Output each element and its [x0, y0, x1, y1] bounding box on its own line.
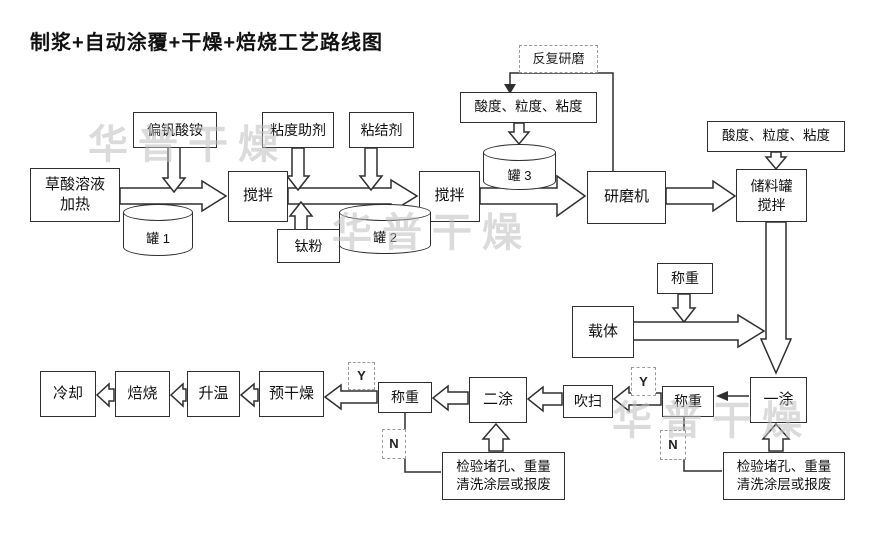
arrowhead-feedback-down [504, 84, 516, 94]
node-titanium-powder: 钛粉 [277, 229, 340, 263]
node-storage-tank-stir: 储料罐 搅拌 [736, 169, 807, 222]
node-predry: 预干燥 [259, 371, 324, 417]
arrow-quality2-down [764, 151, 788, 171]
decision-n-left: N [382, 429, 406, 459]
node-grinder: 研磨机 [587, 171, 666, 224]
node-inspect-mid: 检验堵孔、重量 清洗涂层或报废 [442, 452, 565, 500]
node-ammonium-metavanadate: 偏钒酸铵 [133, 112, 217, 148]
line-weighright-n-to-inspectright [683, 417, 722, 472]
arrow-carrier-merge [632, 313, 766, 349]
line-grinder-feedback [509, 72, 614, 171]
node-heat-up: 升温 [187, 371, 240, 417]
tank-1-cylinder: 罐 1 [123, 204, 193, 256]
arrow-binder-down [358, 147, 384, 192]
arrowhead-firstcoat-left [716, 391, 728, 401]
arrow-viscosity-down [285, 147, 311, 192]
arrow-inspectmid-up [481, 422, 511, 452]
tank-2-top-ellipse [339, 204, 431, 221]
node-blow: 吹扫 [563, 385, 613, 418]
page-title: 制浆+自动涂覆+干燥+焙烧工艺路线图 [30, 32, 384, 54]
arrow-inspectright-up [761, 422, 791, 452]
arrow-ammonium-down [161, 146, 187, 194]
node-viscosity-aid: 粘度助剂 [262, 112, 334, 148]
arrow-grinder-to-storage [665, 179, 737, 213]
node-inspect-right: 检验堵孔、重量 清洗涂层或报废 [723, 452, 845, 500]
node-weigh-right: 称重 [662, 386, 714, 417]
decision-y-right: Y [631, 367, 656, 396]
tank-1-top-ellipse [123, 204, 193, 221]
line-weighleft-n-to-inspectmid [404, 413, 441, 473]
node-weigh-left: 称重 [378, 382, 432, 413]
node-quality-check-2: 酸度、粒度、粘度 [707, 121, 845, 152]
node-binder: 粘结剂 [349, 112, 414, 148]
node-first-coat: 一涂 [750, 377, 807, 423]
decision-n-right: N [660, 430, 686, 460]
tank-3-cylinder: 罐 3 [483, 144, 556, 190]
arrow-weighleft-to-predry [323, 383, 378, 411]
decision-y-left: Y [348, 362, 375, 390]
arrow-blow-to-secondcoat [526, 385, 563, 413]
arrow-heatup-to-roast [169, 382, 187, 408]
arrow-storage-to-firstcoat [759, 221, 793, 375]
node-roast: 焙烧 [115, 371, 170, 417]
tank-2-cylinder: 罐 2 [339, 204, 431, 254]
node-weigh-top: 称重 [657, 263, 713, 294]
node-oxalic-solution-heating: 草酸溶液 加热 [30, 168, 120, 222]
arrow-stir2-to-grinder [479, 174, 587, 218]
tank-3-top-ellipse [483, 144, 556, 161]
node-second-coat: 二涂 [469, 377, 527, 423]
node-cool: 冷却 [40, 371, 96, 417]
arrow-roast-to-cool [95, 382, 115, 408]
node-quality-check-1: 酸度、粒度、粘度 [460, 92, 597, 123]
arrow-weightop-down [671, 293, 697, 324]
node-stir-1: 搅拌 [228, 171, 288, 222]
arrow-predry-to-heatup [239, 382, 259, 408]
arrow-titanium-up [288, 200, 314, 231]
node-repeat-grinding: 反复研磨 [519, 45, 598, 73]
arrow-secondcoat-to-weighleft [431, 384, 469, 412]
node-carrier: 载体 [572, 306, 634, 358]
arrow-quality1-down [507, 122, 531, 146]
